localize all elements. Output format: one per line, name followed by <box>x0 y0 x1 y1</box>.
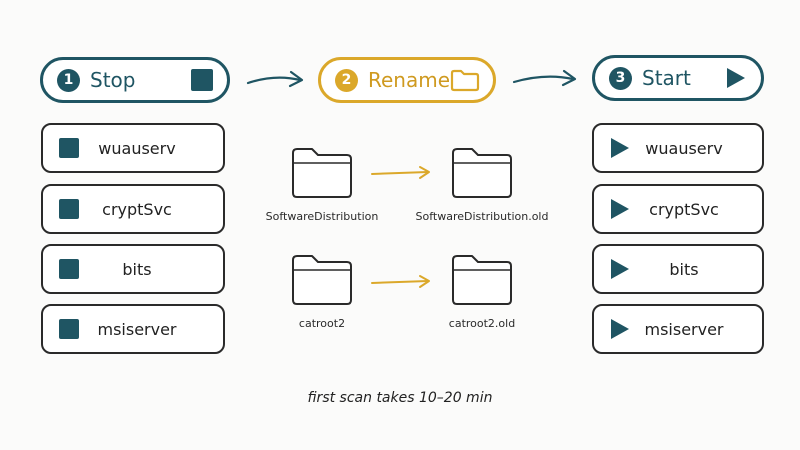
folder-label: catroot2 <box>298 317 346 330</box>
folder-icon <box>452 148 512 198</box>
start-service-box: wuauserv <box>592 123 764 173</box>
stop-square-icon <box>59 138 79 158</box>
step-rename-header: 2 Rename <box>318 57 496 103</box>
stop-service-box: bits <box>41 244 225 294</box>
folder-label: catroot2.old <box>448 317 516 330</box>
start-service-box: msiserver <box>592 304 764 354</box>
play-triangle-icon <box>610 198 630 220</box>
stop-square-icon <box>191 69 213 91</box>
service-name: bits <box>669 259 699 279</box>
service-name: wuauserv <box>645 138 723 158</box>
arrow-rename-softwaredistribution <box>371 171 429 175</box>
service-name: cryptSvc <box>649 199 719 219</box>
step-number-badge: 3 <box>609 66 632 90</box>
arrow-rename-catroot2 <box>371 280 429 284</box>
service-name: msiserver <box>97 319 177 339</box>
service-name: bits <box>122 259 152 279</box>
folder-icon <box>292 148 352 198</box>
stop-square-icon <box>59 199 79 219</box>
step-start-header: 3 Start <box>592 55 764 101</box>
play-triangle-icon <box>610 318 630 340</box>
service-name: msiserver <box>644 319 724 339</box>
play-triangle-icon <box>610 137 630 159</box>
step-label: Rename <box>368 68 451 92</box>
stop-square-icon <box>59 319 79 339</box>
step-number-badge: 2 <box>335 68 358 92</box>
folder-icon <box>452 255 512 305</box>
folder-label: SoftwareDistribution.old <box>415 210 549 223</box>
step-number-badge: 1 <box>57 68 80 92</box>
stop-square-icon <box>59 259 79 279</box>
service-name: cryptSvc <box>102 199 172 219</box>
arrow-rename-to-start <box>512 75 575 84</box>
stop-service-box: cryptSvc <box>41 184 225 234</box>
folder-icon <box>450 68 480 92</box>
folder-label: SoftwareDistribution <box>265 210 379 223</box>
stop-service-box: msiserver <box>41 304 225 354</box>
step-label: Stop <box>90 68 136 92</box>
arrow-stop-to-rename <box>246 76 302 85</box>
start-service-box: bits <box>592 244 764 294</box>
step-label: Start <box>642 66 691 90</box>
footer-note: first scan takes 10–20 min <box>307 390 493 406</box>
play-triangle-icon <box>725 66 747 90</box>
folder-icon <box>292 255 352 305</box>
play-triangle-icon <box>610 258 630 280</box>
step-stop-header: 1 Stop <box>40 57 230 103</box>
stop-service-box: wuauserv <box>41 123 225 173</box>
service-name: wuauserv <box>98 138 176 158</box>
start-service-box: cryptSvc <box>592 184 764 234</box>
